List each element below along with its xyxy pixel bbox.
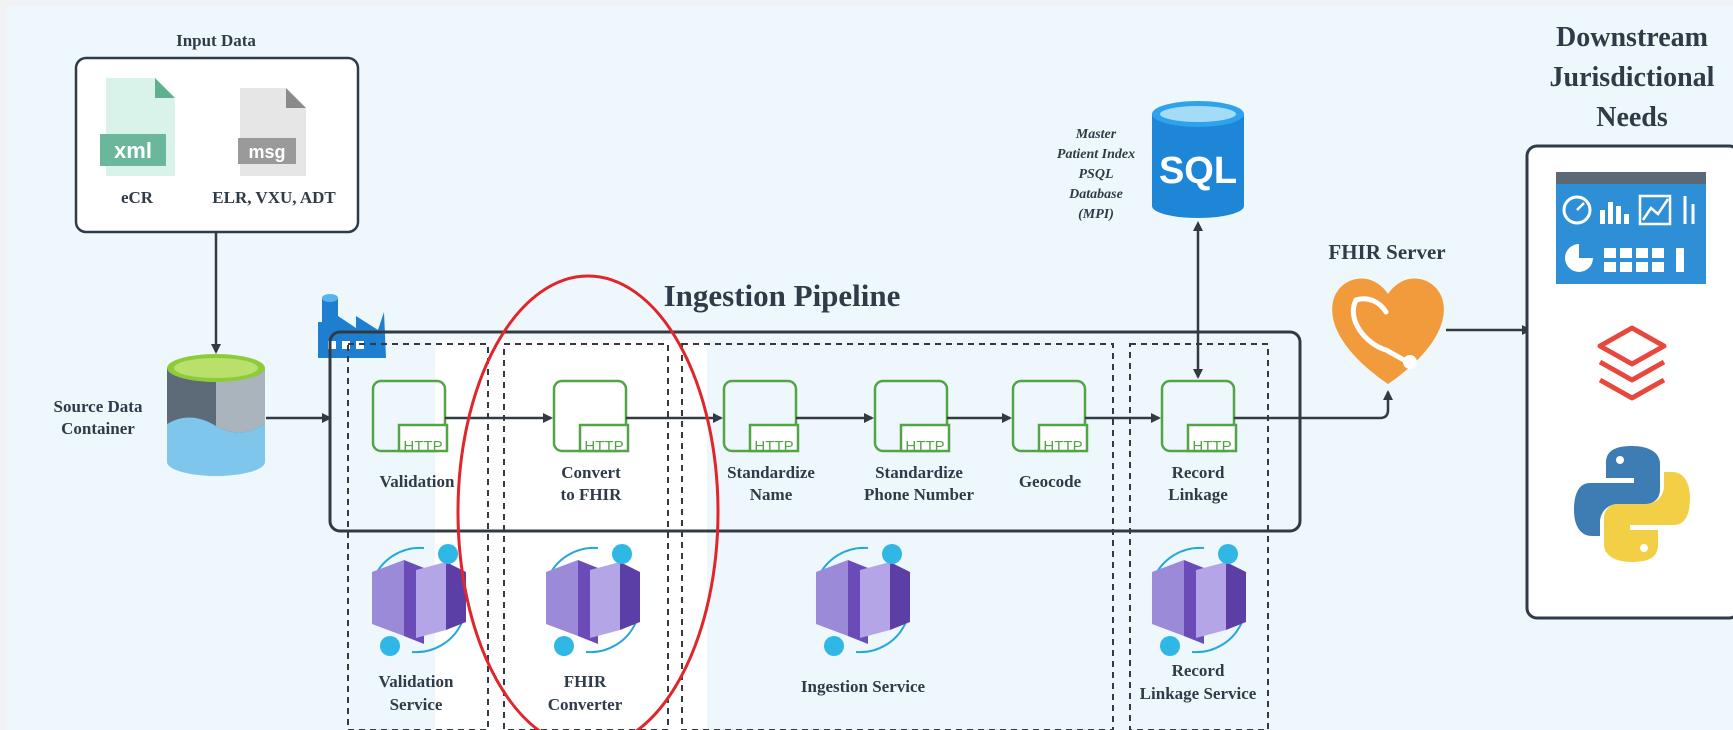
http-label: HTTP bbox=[754, 438, 793, 455]
step-label-phone-1: Standardize bbox=[875, 463, 963, 482]
validation-service-box bbox=[347, 343, 489, 730]
source-data-label-1: Source Data bbox=[54, 397, 143, 416]
http-step-geocode: HTTP bbox=[1011, 379, 1089, 455]
msg-file-ext: msg bbox=[248, 142, 285, 162]
service-label-validation-2: Service bbox=[390, 695, 443, 714]
http-label: HTTP bbox=[403, 438, 442, 455]
service-label-fhir-2: Converter bbox=[548, 695, 623, 714]
service-label-validation-1: Validation bbox=[379, 672, 455, 691]
sql-icon-text: SQL bbox=[1159, 150, 1237, 192]
http-label: HTTP bbox=[1043, 438, 1082, 455]
downstream-title-3: Needs bbox=[1596, 102, 1668, 133]
fhir-converter-box bbox=[503, 343, 669, 730]
downstream-title-1: Downstream bbox=[1556, 22, 1708, 53]
step-label-linkage-1: Record bbox=[1172, 463, 1225, 482]
python-icon bbox=[1574, 446, 1690, 562]
databricks-icon bbox=[1597, 325, 1667, 401]
service-label-fhir-1: FHIR bbox=[564, 672, 607, 691]
downstream-title-2: Jurisdictional bbox=[1550, 62, 1715, 93]
input-data-title: Input Data bbox=[176, 31, 256, 50]
sql-database-icon: SQL bbox=[1152, 101, 1244, 218]
xml-file-icon: xml bbox=[100, 78, 175, 176]
step-label-linkage-2: Linkage bbox=[1168, 485, 1228, 504]
http-label: HTTP bbox=[584, 438, 623, 455]
highlight-ellipse bbox=[456, 274, 720, 730]
fhir-server-label: FHIR Server bbox=[1328, 240, 1445, 264]
highlight-background bbox=[435, 340, 707, 730]
elr-vxu-adt-label: ELR, VXU, ADT bbox=[212, 188, 336, 207]
step-label-name-1: Standardize bbox=[727, 463, 815, 482]
pipeline-container bbox=[328, 330, 1302, 533]
ingestion-service-box bbox=[681, 343, 1114, 730]
mpi-line-4: Database bbox=[1068, 187, 1123, 202]
step-label-validation: Validation bbox=[380, 472, 456, 491]
xml-file-ext: xml bbox=[114, 138, 152, 163]
step-label-name-2: Name bbox=[750, 485, 793, 504]
http-label: HTTP bbox=[1192, 438, 1231, 455]
msg-file-icon: msg bbox=[238, 88, 306, 176]
service-label-linkage-1: Record bbox=[1172, 661, 1225, 680]
step-label-phone-2: Phone Number bbox=[864, 485, 974, 504]
http-step-validation: HTTP bbox=[371, 379, 449, 455]
input-data-group: Input Data xml msg eCR ELR, VXU, ADT bbox=[74, 31, 360, 234]
dashboard-icon bbox=[1556, 172, 1706, 284]
http-step-standardize-phone: HTTP bbox=[873, 379, 951, 455]
service-label-linkage-2: Linkage Service bbox=[1140, 684, 1257, 703]
fhir-heart-stethoscope-icon bbox=[1332, 278, 1444, 384]
source-data-label-2: Container bbox=[61, 419, 135, 438]
ecr-label: eCR bbox=[121, 188, 154, 207]
http-step-standardize-name: HTTP bbox=[722, 379, 800, 455]
data-lake-icon bbox=[167, 354, 265, 476]
arrow-linkage-to-fhir bbox=[1234, 390, 1393, 420]
http-step-record-linkage: HTTP bbox=[1160, 379, 1238, 455]
pipeline-title: Ingestion Pipeline bbox=[664, 278, 901, 313]
mpi-line-2: Patient Index bbox=[1057, 147, 1135, 162]
step-label-convert-2: to FHIR bbox=[561, 485, 623, 504]
step-label-convert-1: Convert bbox=[561, 463, 621, 482]
service-label-ingestion: Ingestion Service bbox=[801, 677, 926, 696]
http-step-convert-to-fhir: HTTP bbox=[552, 379, 630, 455]
mpi-label: Master Patient Index PSQL Database (MPI) bbox=[1057, 127, 1135, 222]
mpi-line-5: (MPI) bbox=[1078, 207, 1114, 222]
mpi-line-1: Master bbox=[1075, 127, 1117, 142]
mpi-line-3: PSQL bbox=[1079, 167, 1114, 182]
step-label-geocode: Geocode bbox=[1019, 472, 1082, 491]
http-label: HTTP bbox=[905, 438, 944, 455]
